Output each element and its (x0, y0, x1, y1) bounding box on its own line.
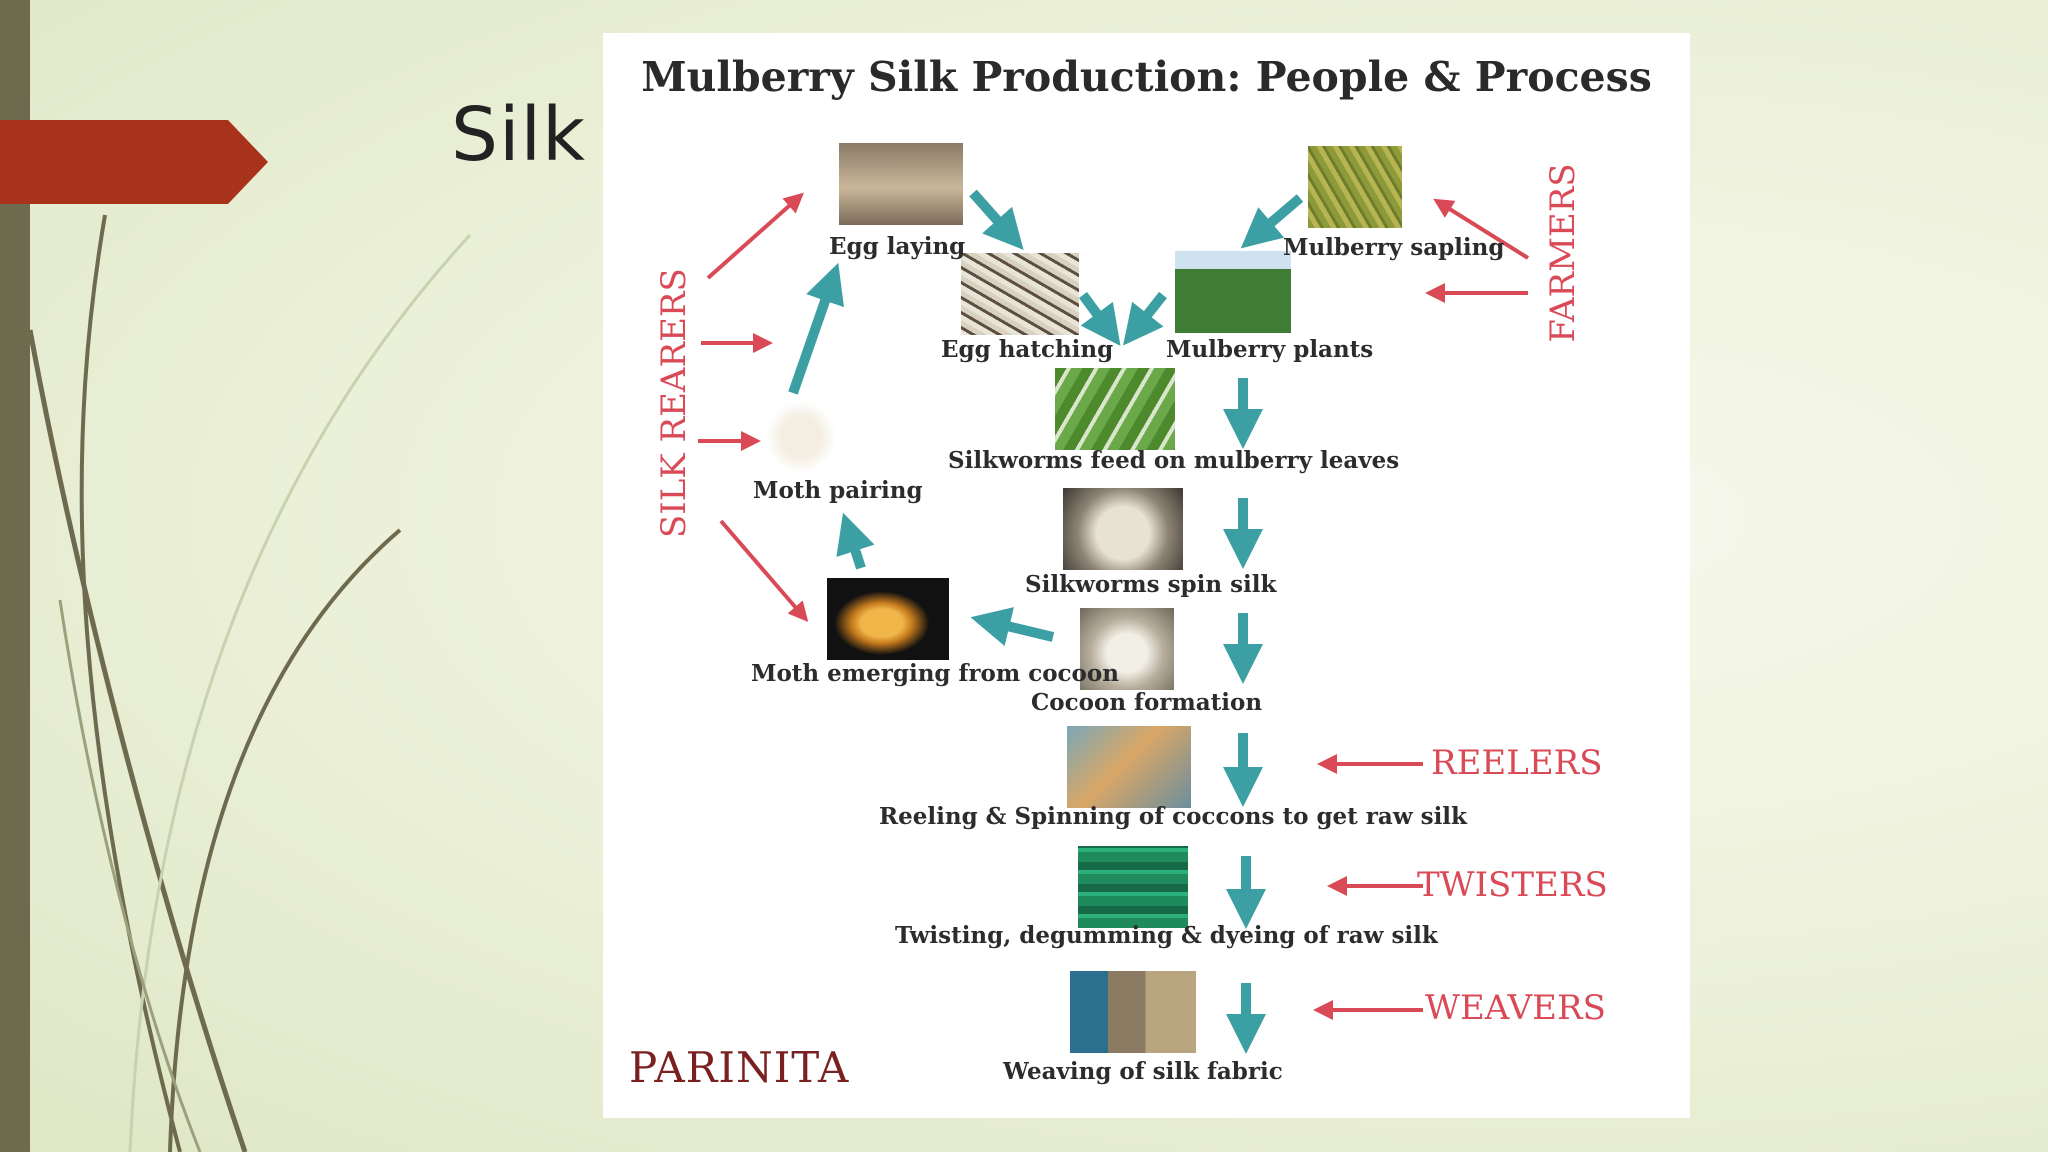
title-marker-tab (0, 120, 268, 204)
slide-title: Silk (451, 92, 586, 178)
decorative-swooshes (27, 214, 472, 1152)
step-mulberry-sapling: Mulberry sapling (1283, 234, 1505, 261)
weaving-photo (1070, 971, 1196, 1053)
silk-process-diagram: Mulberry Silk Production: People & Proce… (603, 33, 1690, 1118)
role-weavers: WEAVERS (1425, 988, 1606, 1028)
step-twisting: Twisting, degumming & dyeing of raw silk (895, 922, 1438, 949)
role-reelers: REELERS (1431, 743, 1603, 783)
reeling-photo (1067, 726, 1191, 808)
mulberry-plants-photo (1175, 251, 1291, 333)
role-silk-rearers: SILK REARERS (654, 268, 694, 538)
moth-emerging-photo (827, 578, 949, 660)
step-egg-laying: Egg laying (829, 233, 966, 260)
diagram-arrows (698, 189, 1530, 1054)
step-moth-emerging: Moth emerging from cocoon (751, 660, 1119, 687)
egg-laying-photo (839, 143, 963, 225)
step-spin: Silkworms spin silk (1025, 571, 1277, 598)
role-twisters: TWISTERS (1417, 865, 1608, 905)
step-cocoon: Cocoon formation (1031, 689, 1263, 716)
step-moth-pairing: Moth pairing (753, 477, 923, 504)
moth-pairing-photo (766, 401, 836, 473)
step-mulberry-plants: Mulberry plants (1166, 336, 1374, 363)
step-weaving: Weaving of silk fabric (1003, 1058, 1283, 1085)
cocoon-photo (1080, 608, 1174, 690)
step-reeling: Reeling & Spinning of coccons to get raw… (879, 803, 1467, 830)
mulberry-sapling-photo (1308, 146, 1402, 228)
silkworms-spinning-photo (1063, 488, 1183, 570)
egg-hatching-photo (961, 253, 1079, 335)
twisting-photo (1078, 846, 1188, 928)
step-feed: Silkworms feed on mulberry leaves (948, 447, 1400, 474)
diagram-title: Mulberry Silk Production: People & Proce… (641, 53, 1652, 101)
silkworms-feeding-photo (1055, 368, 1175, 450)
step-egg-hatching: Egg hatching (941, 336, 1114, 363)
role-farmers: FARMERS (1543, 163, 1583, 343)
parinita-logo: PARINITA (629, 1043, 850, 1092)
